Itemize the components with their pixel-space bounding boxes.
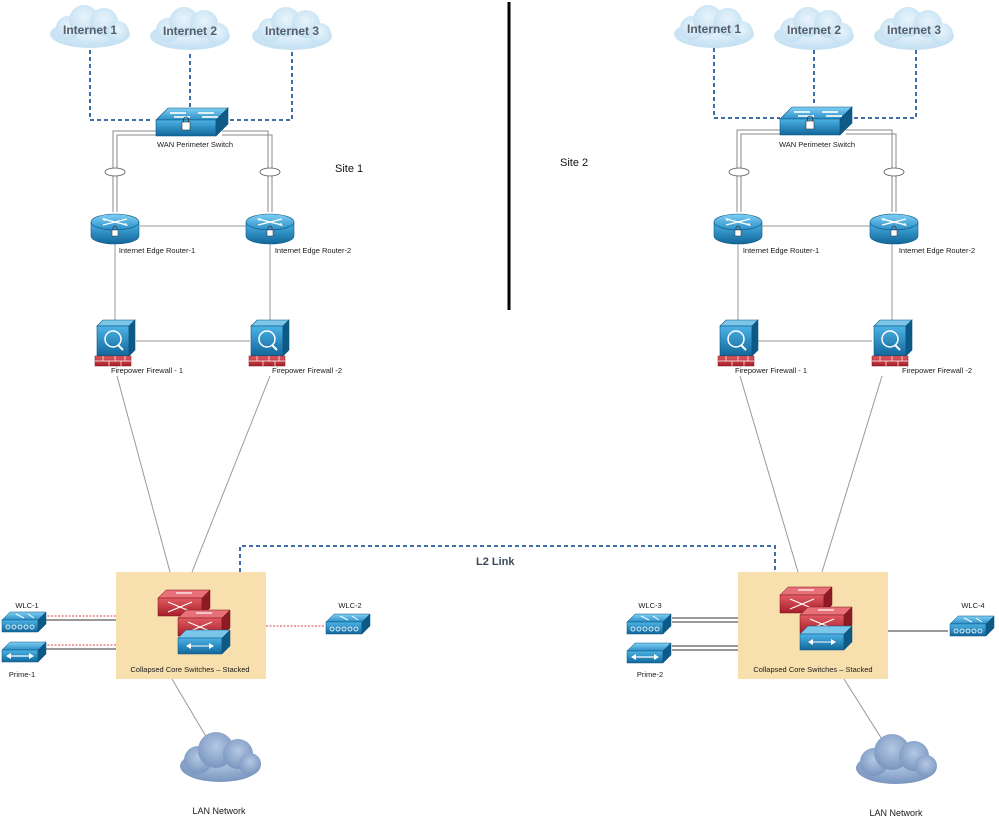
site1-wlc1-links <box>44 615 116 621</box>
site2-prime-2 <box>626 642 672 664</box>
site1-router-2 <box>245 213 295 245</box>
site2-router-1-label: Internet Edge Router-1 <box>743 246 819 255</box>
cloud-label: Internet 1 <box>687 22 741 36</box>
site2-wan-perimeter-switch <box>779 106 853 136</box>
site1-lan-cloud <box>180 732 261 782</box>
cloud-label: Internet 1 <box>63 23 117 37</box>
site2-router-1 <box>713 213 763 245</box>
site1-router-1 <box>90 213 140 245</box>
firewall-core-link <box>191 375 271 573</box>
site1-prime-1 <box>1 641 47 663</box>
site1-lan-label: LAN Network <box>192 806 246 816</box>
site-2: Site 2 Internet 1 Internet 2 Internet 3 … <box>560 5 995 818</box>
site2-firewall-1 <box>717 319 759 367</box>
site2-wlc-3 <box>626 613 672 635</box>
cloud-label: Internet 3 <box>887 23 941 37</box>
site1-wan-perimeter-switch <box>155 107 229 137</box>
site1-firewall-2-label: Firepower Firewall -2 <box>272 366 342 375</box>
site2-lan-cloud <box>856 734 937 784</box>
site1-firewall-2 <box>248 319 290 367</box>
site1-wlc-2 <box>325 613 371 635</box>
site1-core-label: Collapsed Core Switches – Stacked <box>130 665 249 674</box>
site-1: Internet 1 Internet 2 Internet 3 WAN Per… <box>1 5 371 816</box>
site1-internet-links <box>89 50 293 121</box>
site2-cloud-internet-1: Internet 1 <box>674 5 754 48</box>
site1-wlc-2-label: WLC-2 <box>338 601 361 610</box>
site1-prime-links <box>44 644 116 650</box>
firewall-core-link <box>739 375 799 573</box>
site2-firewall-2 <box>871 319 913 367</box>
link-aggregation-icon <box>883 167 905 177</box>
link-aggregation-icon <box>104 167 126 177</box>
firewall-core-link <box>116 375 171 573</box>
site2-firewall-2-label: Firepower Firewall -2 <box>902 366 972 375</box>
site2-wan-router-links <box>736 129 897 212</box>
site2-core-label: Collapsed Core Switches – Stacked <box>753 665 872 674</box>
site2-router-2-label: Internet Edge Router-2 <box>899 246 975 255</box>
cloud-label: Internet 2 <box>787 23 841 37</box>
l2-link <box>239 545 776 572</box>
site2-prime-links <box>672 645 738 651</box>
site1-router-1-label: Internet Edge Router-1 <box>119 246 195 255</box>
site2-prime-2-label: Prime-2 <box>637 670 663 679</box>
site2-wlc-4 <box>949 615 995 637</box>
cloud-label: Internet 2 <box>163 24 217 38</box>
site1-wlc-1 <box>1 611 47 633</box>
site2-lan-label: LAN Network <box>869 808 923 818</box>
site2-cloud-internet-3: Internet 3 <box>874 7 954 50</box>
site1-wlc-1-label: WLC-1 <box>15 601 38 610</box>
site1-wan-switch-label: WAN Perimeter Switch <box>157 140 233 149</box>
l2-link-label: L2 Link <box>476 556 515 568</box>
site2-internet-links <box>713 48 917 119</box>
site2-wan-switch-label: WAN Perimeter Switch <box>779 140 855 149</box>
site1-firewall-1 <box>94 319 136 367</box>
link-aggregation-icon <box>728 167 750 177</box>
site1-cloud-internet-1: Internet 1 <box>50 5 130 48</box>
site2-wlc3-links <box>672 617 738 623</box>
site1-prime-1-label: Prime-1 <box>9 670 35 679</box>
site1-core-switch-base <box>177 629 231 655</box>
site2-firewall-1-label: Firepower Firewall - 1 <box>735 366 807 375</box>
site1-cloud-internet-3: Internet 3 <box>252 7 332 50</box>
site2-core-switch-base <box>799 625 853 651</box>
site1-firewall-1-label: Firepower Firewall - 1 <box>111 366 183 375</box>
link-aggregation-icon <box>259 167 281 177</box>
site2-wlc-3-label: WLC-3 <box>638 601 661 610</box>
site1-wan-router-links <box>112 130 273 212</box>
site2-cloud-internet-2: Internet 2 <box>774 7 854 50</box>
site1-cloud-internet-2: Internet 2 <box>150 7 230 50</box>
firewall-core-link <box>821 375 883 573</box>
site1-label: Site 1 <box>335 163 363 175</box>
site1-router-2-label: Internet Edge Router-2 <box>275 246 351 255</box>
site2-label: Site 2 <box>560 157 588 169</box>
site2-router-2 <box>869 213 919 245</box>
site2-wlc-4-label: WLC-4 <box>961 601 984 610</box>
cloud-label: Internet 3 <box>265 24 319 38</box>
